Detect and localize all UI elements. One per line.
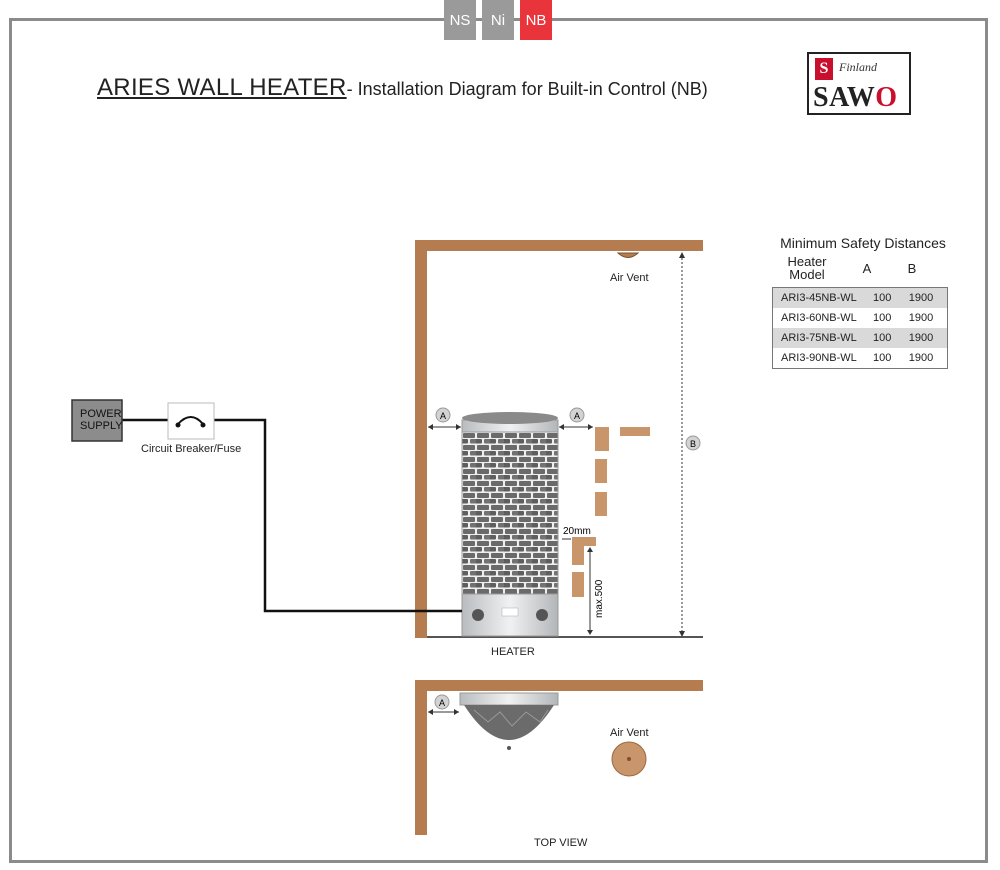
logo-wordmark: SAWO (813, 82, 898, 113)
tab-ni[interactable]: Ni (482, 0, 514, 40)
sawo-logo: S Finland SAWO (807, 52, 911, 115)
floor-line (427, 636, 703, 638)
heater-label: HEATER (491, 646, 535, 658)
page-title: ARIES WALL HEATER- Installation Diagram … (97, 74, 708, 102)
wiring (118, 418, 462, 613)
air-vent-top-label: Air Vent (610, 272, 649, 284)
svg-text:A: A (574, 411, 580, 421)
marker-a-top (434, 694, 450, 710)
title-main: ARIES WALL HEATER (97, 74, 347, 101)
logo-finland: Finland (839, 60, 877, 74)
top-view-wall (415, 680, 427, 835)
heater-side (461, 412, 559, 637)
dim-20mm-label: 20mm (563, 526, 591, 537)
heater-top-view (459, 692, 559, 750)
marker-b-label: B (690, 439, 696, 449)
svg-text:A: A (439, 698, 445, 708)
dim-max500-label: max.500 (594, 579, 605, 618)
sawo-mark-icon: S (815, 58, 833, 80)
breaker-switch-icon (177, 416, 204, 425)
air-vent-top-icon (616, 252, 640, 258)
safety-table-title: Minimum Safety Distances (780, 235, 946, 251)
breaker-label: Circuit Breaker/Fuse (141, 443, 242, 455)
top-view-label: TOP VIEW (534, 837, 588, 849)
ceiling (415, 240, 703, 251)
top-view-back-wall (415, 680, 703, 691)
tab-nb[interactable]: NB (520, 0, 552, 40)
side-wall (415, 240, 427, 638)
svg-text:A: A (440, 411, 446, 421)
title-sub: - Installation Diagram for Built-in Cont… (346, 79, 708, 99)
tab-ns[interactable]: NS (444, 0, 476, 40)
model-tabs: NS Ni NB (444, 0, 552, 40)
circuit-breaker-box (167, 402, 215, 440)
marker-a-left (435, 407, 451, 423)
marker-a-right (569, 407, 585, 423)
power-supply-box (71, 399, 123, 442)
air-vent-bottom-label: Air Vent (610, 727, 649, 739)
wood-blocks (572, 427, 650, 597)
marker-b (685, 435, 701, 451)
